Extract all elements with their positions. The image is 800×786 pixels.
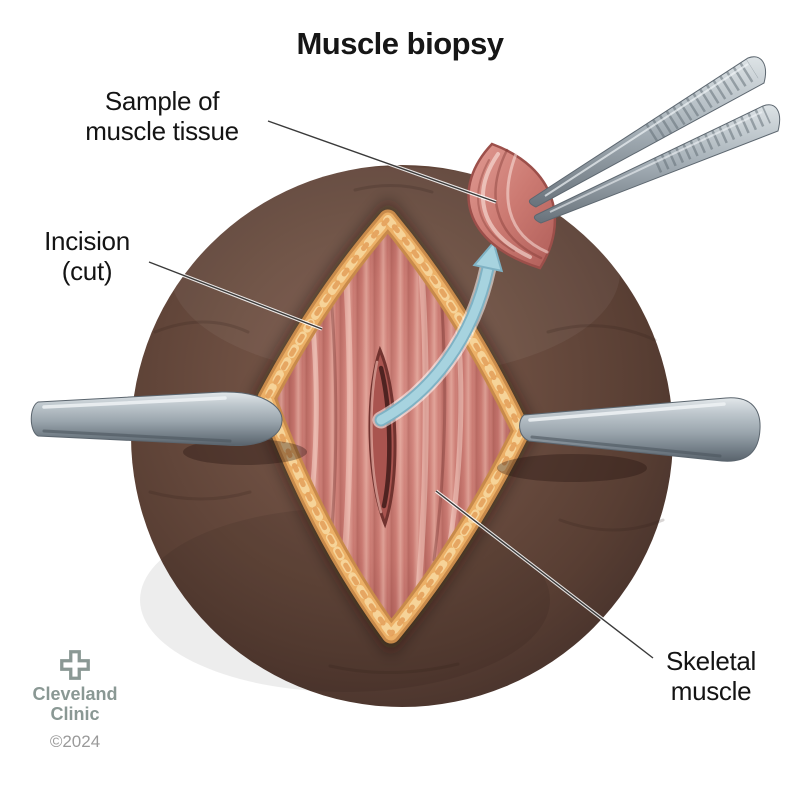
label-line: Skeletal [665,646,757,676]
page-title: Muscle biopsy [296,26,504,61]
label-line: (cut) [61,256,113,287]
label-incision-cut: Incision (cut) [14,226,160,286]
label-sample-of-muscle-tissue: Sample of muscle tissue [52,86,272,146]
cleveland-clinic-logo-icon [60,650,90,680]
left-retractor [30,391,283,447]
leader-line-incision [148,260,323,331]
label-line: muscle tissue [85,116,239,147]
right-retractor-shadow [497,454,647,482]
cleveland-clinic-footer: Cleveland Clinic ©2024 [19,648,131,752]
label-line: Sample of [104,86,220,116]
brand-name-line1: Cleveland [32,684,118,704]
skin-wrinkles [148,183,665,674]
forceps [528,56,781,224]
left-retractor-shadow [183,439,307,465]
label-line: Incision [44,226,130,256]
label-skeletal-muscle: Skeletal muscle [638,646,784,706]
extraction-arrow [372,240,504,429]
copyright-text: ©2024 [49,732,101,752]
leader-lines [148,119,655,660]
brand-name-line2: Clinic [50,704,100,725]
leader-line-sample [267,119,497,204]
label-line: muscle [670,676,752,707]
central-sample-cut [368,345,397,529]
fat-layer-border [257,209,531,644]
right-retractor [519,397,761,462]
leader-line-skeletal-muscle [434,489,655,660]
muscle-sample [467,142,557,270]
